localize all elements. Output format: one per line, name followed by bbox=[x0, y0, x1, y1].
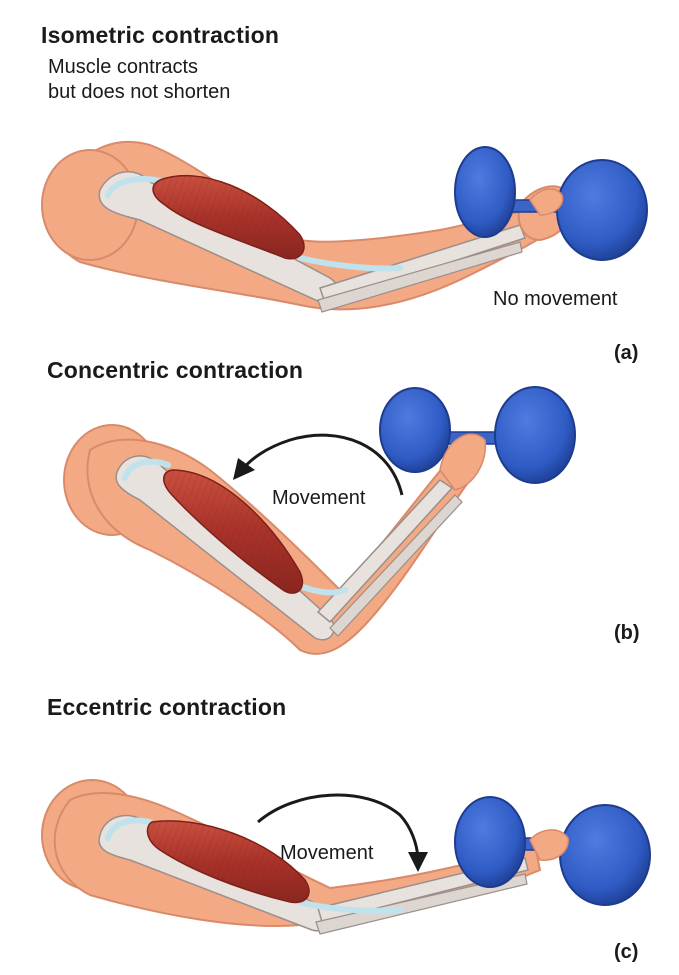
panel-c-annotation: Movement bbox=[280, 842, 374, 864]
panel-b-dumbbell-icon bbox=[380, 387, 575, 490]
panel-b-annotation: Movement bbox=[272, 487, 366, 509]
panel-a-annotation: No movement bbox=[493, 288, 618, 310]
ulna-bone bbox=[330, 495, 462, 636]
